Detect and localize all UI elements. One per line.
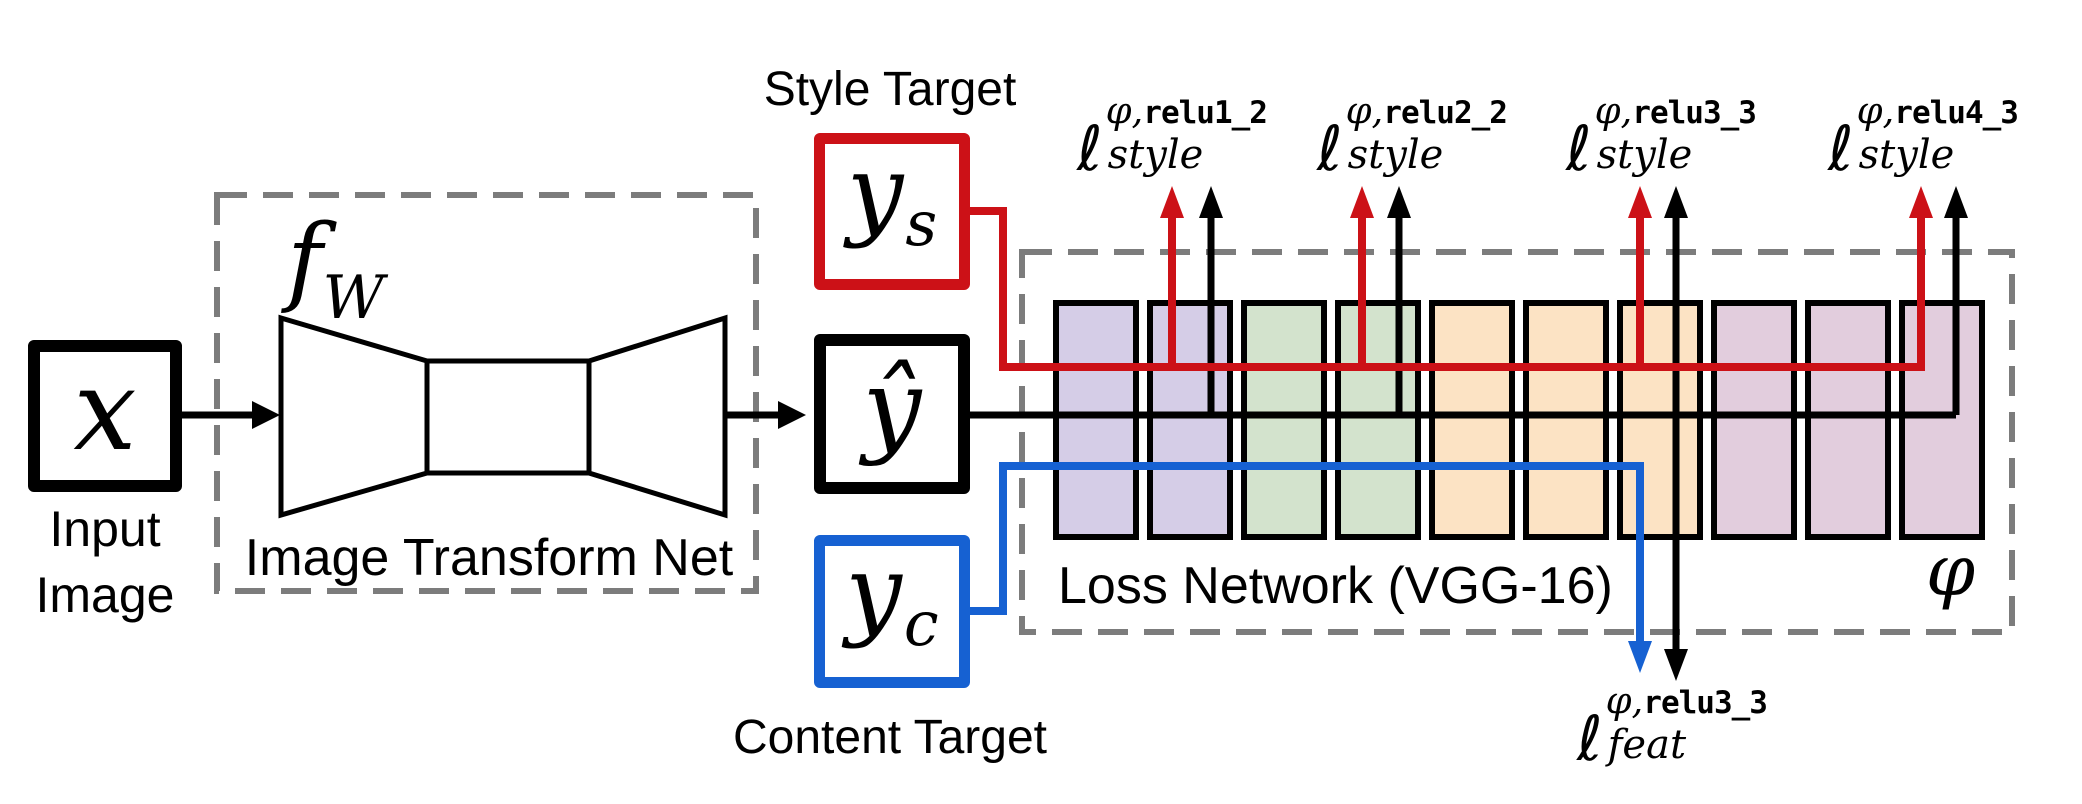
loss-network-phi-symbol: φ xyxy=(1926,530,1976,612)
style-loss-label-relu2_2: ℓ φ,relu2_2 style xyxy=(1317,89,1508,185)
output-symbol: ŷ xyxy=(862,346,922,468)
blue-down-arrowhead-feat xyxy=(1628,641,1652,673)
loss-scripts: φ,relu2_2 style xyxy=(1345,89,1508,178)
input-caption-line1: Input xyxy=(49,501,161,557)
black-up-arrowhead-relu2_2 xyxy=(1387,186,1411,218)
vgg-bar-relu2-2 xyxy=(1335,300,1421,540)
sup-phi: φ, xyxy=(1594,89,1633,132)
style-loss-label-relu1_2: ℓ φ,relu1_2 style xyxy=(1077,89,1268,185)
vgg-bar-relu2-1 xyxy=(1241,300,1327,540)
style-loss-label-relu3_3: ℓ φ,relu3_3 style xyxy=(1566,89,1757,185)
loss-scripts: φ,relu3_3 feat xyxy=(1605,679,1768,768)
style-target-caption: Style Target xyxy=(763,63,1017,116)
sup-layer: relu4_3 xyxy=(1894,95,2019,131)
transform-net-symbol: fW xyxy=(287,212,384,328)
ell-glyph: ℓ xyxy=(1077,112,1103,185)
loss-subscript: style xyxy=(1596,132,1693,178)
sup-layer: relu2_2 xyxy=(1383,95,1508,131)
fw-subscript: W xyxy=(322,263,385,334)
vgg-bar-relu3-1 xyxy=(1429,300,1515,540)
vgg-bar-relu1-1 xyxy=(1053,300,1139,540)
black-down-arrowhead-feat xyxy=(1664,649,1688,681)
loss-subscript: style xyxy=(1347,132,1444,178)
transform-net-caption: Image Transform Net xyxy=(244,529,734,587)
loss-network-caption: Loss Network (VGG-16) xyxy=(1058,557,1613,615)
content-target-line xyxy=(970,462,1644,645)
transform-net-dashed-box xyxy=(214,192,759,594)
ell-glyph: ℓ xyxy=(1577,702,1603,775)
loss-scripts: φ,relu4_3 style xyxy=(1856,89,2019,178)
content-target-caption: Content Target xyxy=(733,711,1047,764)
sup-phi: φ, xyxy=(1605,679,1644,722)
vgg-bar-relu4-2 xyxy=(1805,300,1891,540)
yc-subscript: c xyxy=(903,587,939,661)
sup-phi: φ, xyxy=(1856,89,1895,132)
feat-loss-label-relu3_3: ℓ φ,relu3_3 feat xyxy=(1577,679,1768,775)
ys-subscript: s xyxy=(905,187,938,261)
ys-glyph: y xyxy=(846,132,904,250)
style-target-symbol: ys xyxy=(847,141,937,256)
style-target-line xyxy=(970,207,1925,371)
sup-phi: φ, xyxy=(1345,89,1384,132)
loss-subscript: style xyxy=(1858,132,1955,178)
encoder-trapezoid xyxy=(278,314,430,519)
input-image-box: x xyxy=(28,340,182,492)
input-caption: Input Image xyxy=(36,496,175,628)
output-arrowhead-icon xyxy=(778,401,806,429)
sup-layer: relu1_2 xyxy=(1143,95,1268,131)
loss-subscript: feat xyxy=(1607,722,1687,768)
style-target-box: ys xyxy=(814,133,970,290)
style-loss-label-relu4_3: ℓ φ,relu4_3 style xyxy=(1828,89,2019,185)
ell-glyph: ℓ xyxy=(1566,112,1592,185)
loss-network-dashed-box xyxy=(1019,249,2015,635)
ell-glyph: ℓ xyxy=(1828,112,1854,185)
fw-f-glyph: f xyxy=(287,204,323,316)
black-up-arrowhead-relu3_3 xyxy=(1664,186,1688,218)
yc-glyph: y xyxy=(845,532,902,650)
content-target-symbol: yc xyxy=(845,541,938,656)
input-arrowhead-icon xyxy=(252,401,280,429)
bottleneck-rect xyxy=(424,358,592,476)
red-arrowhead-relu2_2 xyxy=(1350,186,1374,218)
black-up-arrowhead-relu1_2 xyxy=(1199,186,1223,218)
red-arrowhead-relu4_3 xyxy=(1909,186,1933,218)
ell-glyph: ℓ xyxy=(1317,112,1343,185)
output-image-box: ŷ xyxy=(814,334,970,494)
decoder-trapezoid xyxy=(586,314,728,519)
red-arrowhead-relu1_2 xyxy=(1160,186,1184,218)
loss-scripts: φ,relu1_2 style xyxy=(1105,89,1268,178)
input-symbol: x xyxy=(73,346,137,476)
red-arrowhead-relu3_3 xyxy=(1628,186,1652,218)
sup-layer: relu3_3 xyxy=(1643,685,1768,721)
vgg-bar-relu1-2 xyxy=(1147,300,1233,540)
loss-subscript: style xyxy=(1107,132,1204,178)
black-up-arrowhead-relu4_3 xyxy=(1944,186,1968,218)
sup-phi: φ, xyxy=(1105,89,1144,132)
input-caption-line2: Image xyxy=(35,567,175,623)
content-target-box: yc xyxy=(814,535,970,688)
loss-scripts: φ,relu3_3 style xyxy=(1594,89,1757,178)
vgg-bar-relu3-2 xyxy=(1523,300,1609,540)
vgg-bar-relu3-3 xyxy=(1617,300,1703,540)
vgg-bar-relu4-1 xyxy=(1711,300,1797,540)
vgg-bar-relu4-3 xyxy=(1899,300,1985,540)
sup-layer: relu3_3 xyxy=(1632,95,1757,131)
